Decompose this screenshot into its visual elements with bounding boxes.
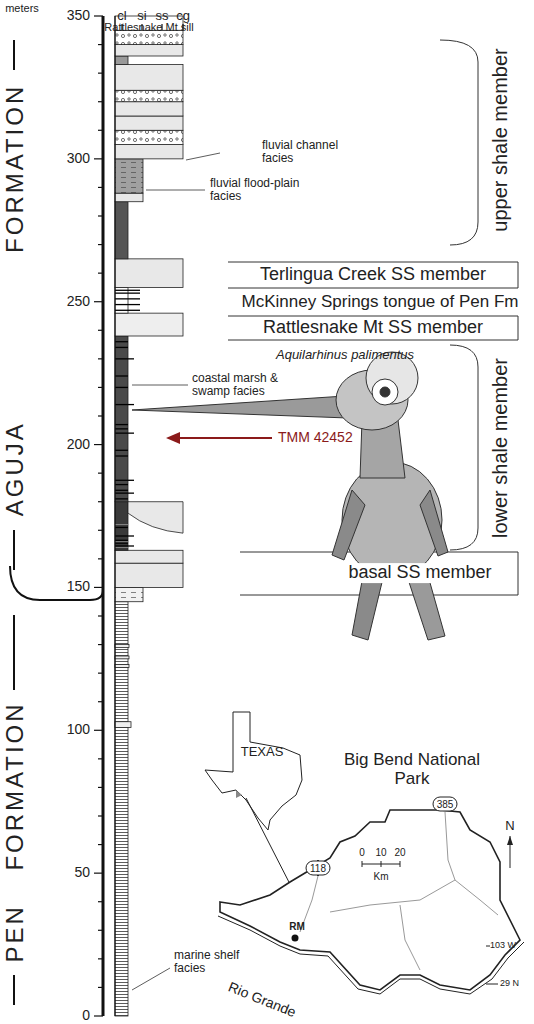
label-text: PEN FORMATION	[2, 701, 28, 962]
label-text: 0	[82, 1008, 90, 1023]
label-text: fluvial flood-plain facies	[210, 177, 320, 203]
label-text: Aquilarhinus palimentus	[276, 348, 414, 362]
label-text: 103 W	[490, 941, 516, 951]
label-text: Terlingua Creek SS member	[258, 265, 488, 285]
label-text: Rattlesnake Mt sill	[104, 21, 193, 33]
label-text: 10	[375, 847, 386, 858]
label-text: 150	[67, 580, 90, 595]
label-text: TMM 42452	[276, 430, 355, 445]
label-text: 200	[67, 437, 90, 452]
label-text: 20	[394, 847, 405, 858]
label-text: 50	[74, 865, 90, 880]
label-text: fluvial channel facies	[262, 139, 352, 165]
label-text: AGUJA FORMATION	[2, 84, 28, 517]
label-text: Big Bend National Park	[337, 751, 487, 788]
label-text: lower shale member	[489, 358, 511, 538]
label-text: TEXAS	[241, 745, 284, 759]
label-text: 100	[67, 723, 90, 738]
label-text: upper shale member	[489, 48, 511, 231]
label-text: 250	[67, 294, 90, 309]
label-text: Km	[374, 871, 389, 882]
label-text: 300	[67, 151, 90, 166]
label-text: 0	[359, 847, 365, 858]
label-text: Rattlesnake Mt SS member	[261, 318, 485, 338]
label-text: marine shelf facies	[174, 949, 254, 975]
label-text: Rio Grande	[226, 979, 298, 1020]
label-text: 350	[67, 8, 90, 23]
label-text: N	[505, 819, 514, 833]
label-text: 29 N	[500, 979, 519, 989]
label-text: 385	[437, 799, 454, 810]
label-text: coastal marsh & swamp facies	[192, 372, 292, 398]
label-text: 118	[310, 863, 326, 874]
label-text: basal SS member	[346, 563, 493, 583]
label-text: RM	[289, 921, 305, 932]
label-text: McKinney Springs tongue of Pen Fm	[240, 293, 521, 312]
label-text: meters	[5, 2, 39, 14]
